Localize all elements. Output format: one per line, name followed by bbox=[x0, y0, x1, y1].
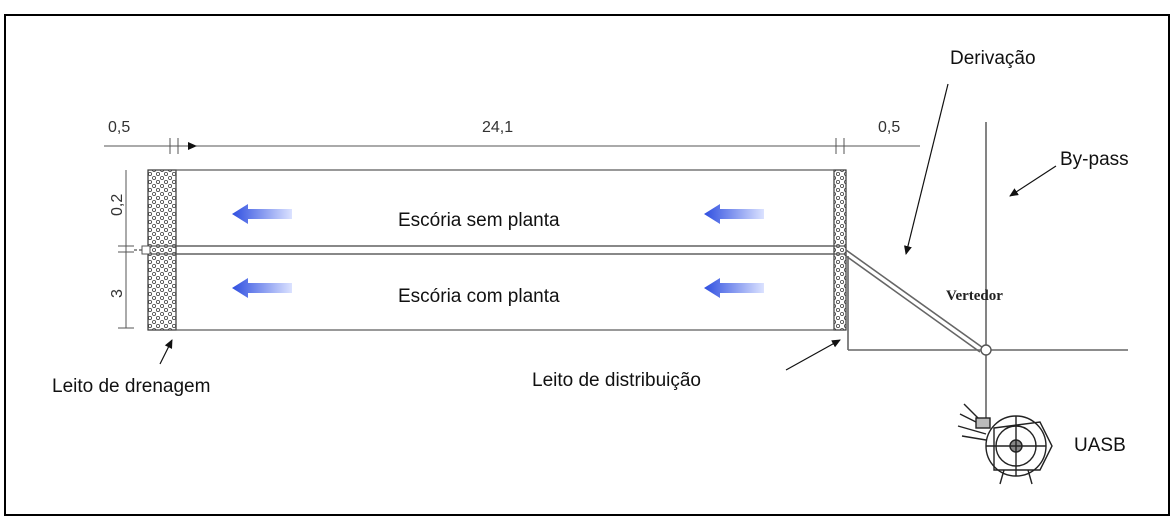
cell-top bbox=[175, 169, 835, 247]
uasb-label: UASB bbox=[1074, 435, 1126, 456]
left-arrow-icon bbox=[704, 278, 764, 298]
dimension-line-horizontal bbox=[104, 138, 920, 154]
left-arrow-icon bbox=[704, 204, 764, 224]
dim-left-label: 0,5 bbox=[108, 119, 130, 136]
left-arrow-icon bbox=[232, 204, 292, 224]
vertedor-label: Vertedor bbox=[946, 288, 1003, 304]
drainage-bed bbox=[147, 169, 177, 331]
leito-distribuicao-label: Leito de distribuição bbox=[532, 370, 701, 391]
cell-top-label: Escória sem planta bbox=[398, 210, 560, 231]
bypass-label: By-pass bbox=[1060, 149, 1129, 170]
uasb-reactor-icon bbox=[957, 403, 1053, 485]
dim-right-label: 0,5 bbox=[878, 119, 900, 136]
diagram-frame bbox=[4, 14, 1170, 516]
left-arrow-icon bbox=[232, 278, 292, 298]
derivacao-label: Derivação bbox=[950, 48, 1036, 69]
cell-bottom-label: Escória com planta bbox=[398, 286, 560, 307]
dim-vert-top-label: 0,2 bbox=[109, 194, 126, 216]
flow-arrows bbox=[232, 204, 764, 298]
leito-drenagem-label: Leito de drenagem bbox=[52, 376, 210, 397]
distribution-bed bbox=[833, 169, 847, 331]
dim-center-label: 24,1 bbox=[482, 119, 513, 136]
wetland-cells bbox=[134, 169, 847, 331]
dimension-line-vertical bbox=[118, 170, 134, 329]
vertedor-junction bbox=[980, 344, 992, 356]
pointer-arrows bbox=[159, 83, 1057, 371]
dim-vert-bottom-label: 3 bbox=[109, 289, 126, 298]
